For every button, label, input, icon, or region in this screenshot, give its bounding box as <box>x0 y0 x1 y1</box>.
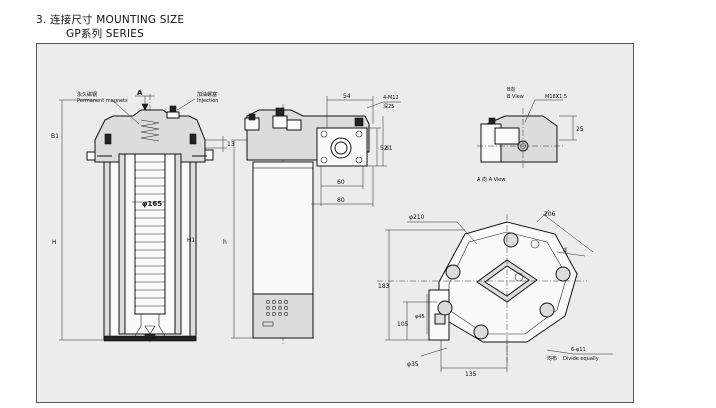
injection-label-cn: 加油螺塞 <box>197 91 217 98</box>
series-title: GP系列 SERIES <box>66 28 144 40</box>
injection-label-en: Injection <box>197 98 218 104</box>
b-view-dim-25: 25 <box>576 126 584 133</box>
a-view-dim-phi35: φ35 <box>407 361 419 368</box>
dim-4m12: 4-M12 <box>383 95 399 101</box>
a-view-dim-phi45: φ45 <box>415 314 425 320</box>
section-marker-a: A <box>137 89 143 97</box>
a-view-dim-206: 206 <box>544 211 556 218</box>
a-view-dim-105: 105 <box>397 321 409 328</box>
dim-depth25: 深25 <box>383 103 394 110</box>
a-view-title: A 向 A View <box>477 176 505 183</box>
dim-h: H <box>52 239 57 246</box>
a-view: A 向 A View φ210 206 d 183 105 φ45 φ35 13… <box>377 176 613 378</box>
magnet-label-cn: 永久磁钢 <box>77 91 97 98</box>
b-view-thread: M18X1.5 <box>545 94 567 100</box>
dim-52: 52 <box>380 145 388 152</box>
dim-13: 13 <box>227 141 235 148</box>
b-view-title-en: B View <box>507 94 524 100</box>
a-view-dim-183: 183 <box>378 283 390 290</box>
b-view-title-cn: B向 <box>507 86 515 93</box>
a-view-dim-d: d <box>563 247 567 254</box>
b-view: B向 B View M18X1.5 25 <box>477 86 584 168</box>
a-view-equal-en: Divide equally <box>563 356 599 362</box>
drawing-panel: A 永久磁钢 Permanent magnets 加油螺塞 Injection … <box>36 43 634 403</box>
dim-80: 80 <box>337 197 345 204</box>
side-view: h 54 4-M12 深25 52 d1 60 80 <box>223 93 401 344</box>
a-view-dim-135: 135 <box>465 371 477 378</box>
dim-h-side: h <box>223 239 227 246</box>
a-view-dim-holes: 6-φ11 <box>571 347 586 353</box>
a-view-equal-cn: 均布 <box>547 355 557 362</box>
a-view-dim-phi210: φ210 <box>409 214 425 221</box>
element-diameter: φ165 <box>142 200 162 208</box>
dim-60: 60 <box>337 179 345 186</box>
dim-d1: d1 <box>385 145 393 152</box>
dim-54: 54 <box>343 93 351 100</box>
dim-b1: B1 <box>51 133 59 140</box>
mounting-drawing: A 永久磁钢 Permanent magnets 加油螺塞 Injection … <box>51 86 613 378</box>
section-title: 3. 连接尺寸 MOUNTING SIZE <box>36 14 185 26</box>
front-section-view: A 永久磁钢 Permanent magnets 加油螺塞 Injection … <box>51 89 235 344</box>
dim-h1: H1 <box>187 237 196 244</box>
magnet-label-en: Permanent magnets <box>77 98 128 104</box>
